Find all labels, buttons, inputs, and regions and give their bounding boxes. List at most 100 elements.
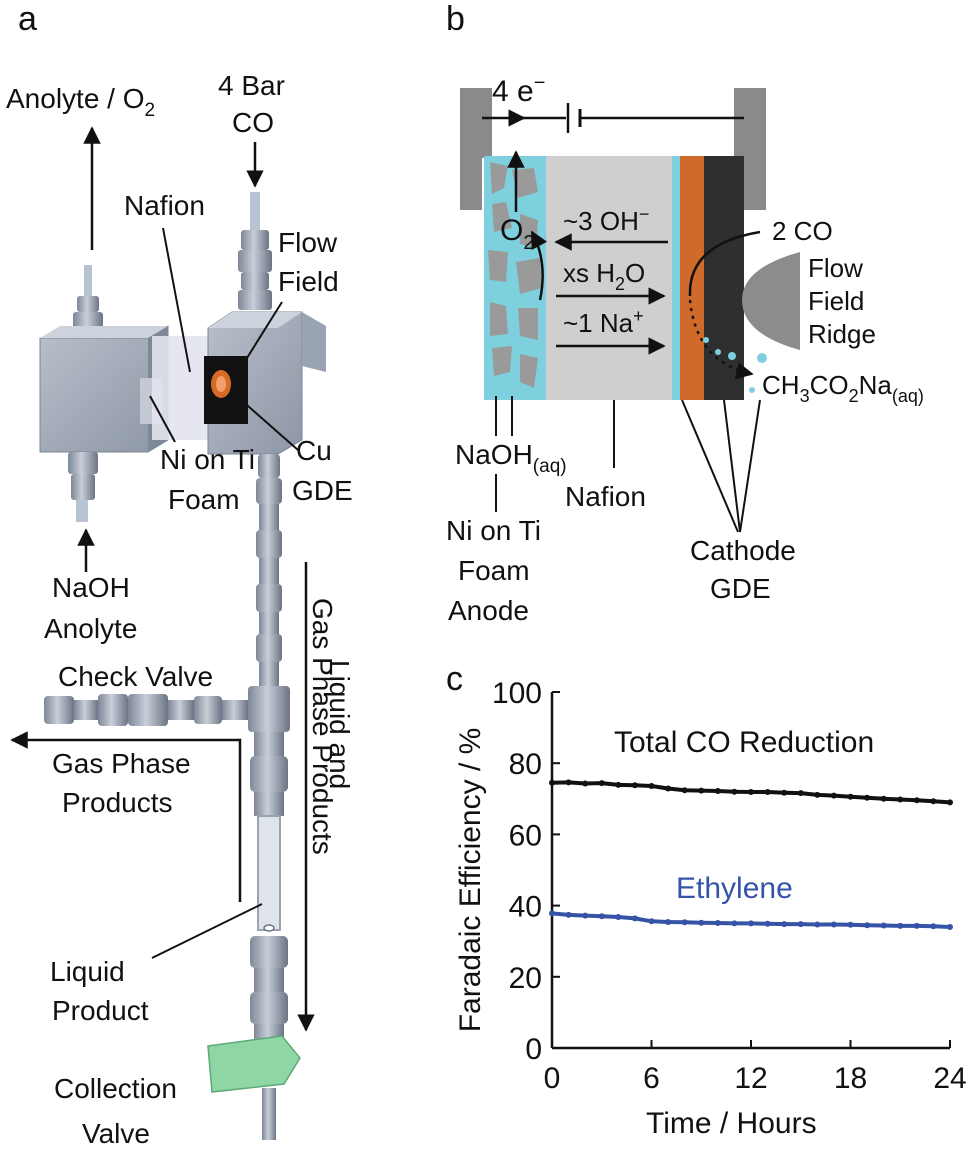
data-point [880, 922, 887, 929]
label-nafion-b: Nafion [565, 481, 646, 512]
liquid-collection-column [250, 732, 288, 1140]
x-axis-label: Time / Hours [646, 1107, 817, 1140]
nafion-membrane [152, 336, 218, 440]
data-point [582, 780, 589, 787]
panel-c-letter: c [446, 660, 463, 698]
label-oh: ~3 OH− [563, 204, 649, 236]
data-point [947, 799, 953, 806]
label-cathode: Cathode [690, 535, 796, 566]
label-cu: Cu [296, 435, 332, 466]
data-point [665, 785, 672, 792]
leader-nafion-a [162, 227, 191, 373]
label-check-valve: Check Valve [58, 661, 213, 692]
tee-fitting [248, 686, 290, 732]
foam-texture [488, 162, 542, 388]
label-gde-b: GDE [710, 573, 771, 604]
data-point [897, 922, 904, 929]
data-point [913, 797, 920, 804]
co-arrow [688, 230, 761, 297]
y-tick-label: 60 [509, 819, 542, 852]
label-acetate: CH3CO2Na(aq) [762, 370, 924, 406]
leader-cathode-1 [681, 399, 739, 533]
data-point [648, 783, 655, 789]
data-point [830, 792, 837, 799]
label-na: ~1 Na+ [563, 306, 644, 338]
data-point [847, 793, 854, 800]
y-tick-label: 20 [509, 962, 542, 995]
label-foam-a: Foam [168, 484, 240, 515]
data-point [764, 789, 771, 795]
nafion-layer [546, 156, 672, 400]
data-point [864, 794, 871, 801]
label-2-co: 2 CO [772, 216, 833, 246]
y-axis-label: Faradaic Efficiency / % [454, 728, 487, 1033]
data-point [648, 918, 655, 925]
label-ridge-field: Field [808, 286, 864, 316]
data-point [830, 921, 837, 928]
label-gde-a: GDE [292, 475, 353, 506]
x-tick-label: 12 [734, 1062, 767, 1095]
data-point [714, 788, 721, 794]
data-point [814, 921, 821, 928]
data-point [880, 795, 887, 802]
leader-flow-field [231, 301, 283, 383]
label-anode-1: Ni on Ti [446, 515, 541, 546]
label-liquid: Liquid [50, 956, 125, 987]
flow-field-ridge [742, 252, 800, 350]
panel-a-letter: a [18, 0, 37, 38]
data-point [615, 781, 622, 788]
data-point [698, 787, 705, 794]
label-ni-on-ti: Ni on Ti [160, 444, 255, 475]
label-liquid-and: Liquid and [324, 660, 355, 789]
label-valve: Valve [82, 1118, 150, 1149]
label-products: Products [62, 787, 173, 818]
panel-b: b 4 e− O2 [446, 0, 924, 626]
data-point [781, 921, 788, 928]
carbon-gdl-layer [704, 156, 744, 400]
label-co: CO [232, 107, 274, 138]
data-point [665, 919, 672, 925]
label-naoh-aq: NaOH(aq) [455, 439, 567, 477]
check-valve [44, 694, 248, 726]
data-point [565, 779, 572, 786]
data-point [598, 780, 605, 787]
label-water: xs H2O [563, 258, 645, 294]
y-tick-label: 100 [492, 677, 542, 710]
co-inlet-tube [250, 192, 260, 232]
label-anode-3: Anode [448, 595, 529, 626]
leader-liquid-product [151, 903, 263, 959]
data-point [631, 782, 638, 789]
data-point [814, 791, 821, 798]
label-product: Product [52, 995, 149, 1026]
data-point [913, 922, 920, 929]
label-gas-phase: Gas Phase [52, 748, 191, 779]
data-point [797, 921, 804, 928]
data-point [748, 789, 754, 795]
legend-ethylene: Ethylene [676, 872, 793, 905]
liquid-droplets [703, 337, 767, 393]
y-tick-label: 80 [509, 748, 542, 781]
panel-b-letter: b [446, 0, 465, 38]
label-anode-2: Foam [458, 555, 530, 586]
data-point [847, 921, 854, 928]
gas-products-arrow [10, 731, 242, 902]
data-point [698, 919, 705, 926]
data-point [631, 915, 638, 922]
x-tick-label: 6 [643, 1062, 660, 1095]
label-anolyte-o2: Anolyte / O2 [6, 83, 155, 121]
data-point [748, 920, 754, 927]
data-point [615, 914, 622, 920]
panel-a: a Anolyte / O2 4 Bar CO NaOH Anolyte [6, 0, 355, 1149]
y-tick-label: 40 [509, 891, 542, 924]
x-tick-label: 24 [933, 1062, 966, 1095]
data-point [781, 789, 788, 796]
collection-valve-handle[interactable] [207, 1035, 301, 1093]
data-point [731, 788, 738, 795]
label-flow: Flow [278, 227, 338, 258]
label-nafion-a: Nafion [124, 190, 205, 221]
cathode-cell-block [204, 311, 326, 455]
y-tick-label: 0 [525, 1033, 542, 1066]
